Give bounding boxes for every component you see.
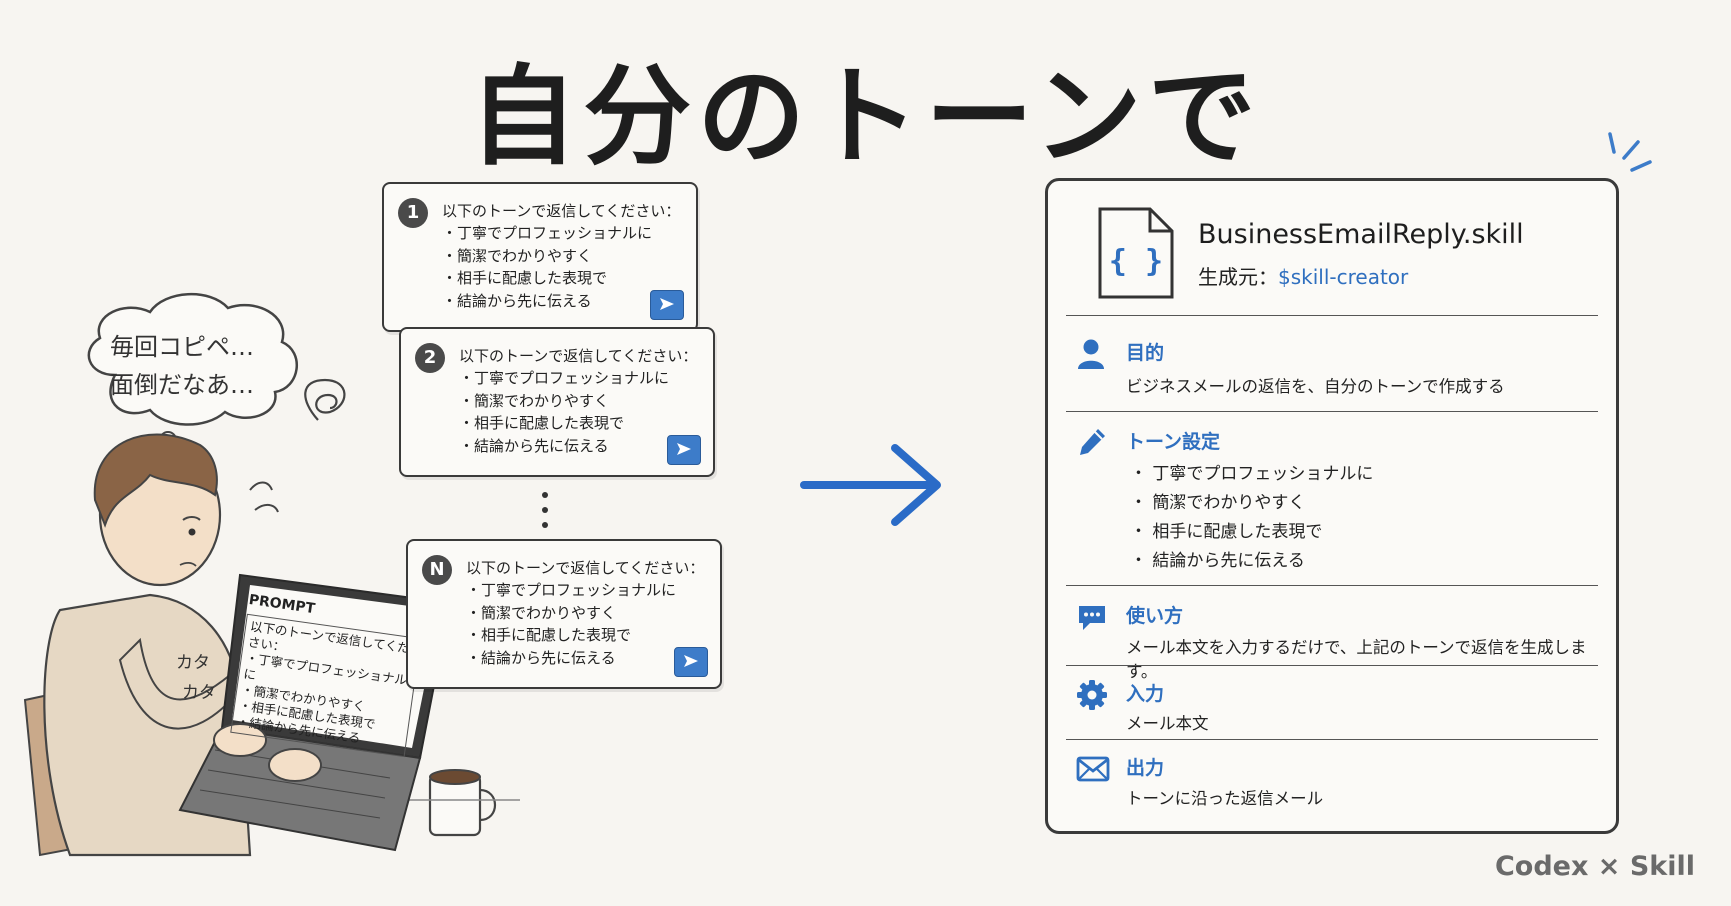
- tone-item: 簡潔でわかりやすく: [1130, 488, 1373, 517]
- ellipsis-dots: [541, 492, 549, 537]
- svg-text:{ }: { }: [1109, 244, 1163, 279]
- divider: [1066, 585, 1598, 586]
- output-text: トーンに沿った返信メール: [1126, 789, 1324, 808]
- send-button[interactable]: [650, 290, 684, 320]
- prompt-badge: 2: [415, 343, 445, 373]
- tone-item: 相手に配慮した表現で: [1130, 517, 1373, 546]
- prompt-item: 結論から先に伝える: [459, 435, 669, 458]
- mail-icon: [1076, 756, 1110, 782]
- prompt-item: 簡潔でわかりやすく: [459, 390, 669, 413]
- typing-sound-1: カタ: [176, 653, 210, 673]
- prompt-card-n: N 以下のトーンで返信してください： 丁寧でプロフェッショナルに 簡潔でわかりや…: [406, 539, 722, 689]
- prompt-item: 結論から先に伝える: [442, 290, 652, 313]
- page-title: 自分のトーンで: [469, 55, 1262, 180]
- prompt-heading: 以下のトーンで返信してください：: [442, 202, 681, 220]
- generator-link[interactable]: $skill-creator: [1278, 265, 1409, 289]
- right-arrow-icon: [800, 444, 941, 526]
- pen-icon: [1080, 429, 1105, 455]
- prompt-item: 相手に配慮した表現で: [466, 624, 676, 647]
- input-title: 入力: [1126, 683, 1165, 705]
- output-title: 出力: [1126, 757, 1165, 779]
- prompt-item: 結論から先に伝える: [466, 647, 676, 670]
- bubble-line-1: 毎回コピペ…: [110, 333, 254, 361]
- skill-generator: 生成元：$skill-creator: [1198, 261, 1408, 290]
- send-button[interactable]: [674, 647, 708, 677]
- usage-text: メール本文を入力するだけで、上記のトーンで返信を生成します。: [1126, 638, 1587, 681]
- thought-bubble: 毎回コピペ… 面倒だなあ…: [110, 328, 254, 404]
- prompt-card-1: 1 以下のトーンで返信してください： 丁寧でプロフェッショナルに 簡潔でわかりや…: [382, 182, 698, 332]
- prompt-badge: N: [422, 555, 452, 585]
- divider: [1066, 411, 1598, 412]
- prompt-heading: 以下のトーンで返信してください：: [459, 347, 698, 365]
- bubble-line-2: 面倒だなあ…: [110, 371, 254, 399]
- usage-title: 使い方: [1126, 605, 1184, 627]
- send-icon: [677, 443, 691, 455]
- chat-bubble-icon: [1079, 606, 1105, 630]
- prompt-heading: 以下のトーンで返信してください：: [466, 559, 705, 577]
- prompt-item: 丁寧でプロフェッショナルに: [466, 579, 676, 602]
- typing-sound-2: カタ: [182, 683, 216, 703]
- tone-item: 結論から先に伝える: [1130, 546, 1373, 575]
- prompt-item: 丁寧でプロフェッショナルに: [459, 367, 669, 390]
- tone-list: 丁寧でプロフェッショナルに 簡潔でわかりやすく 相手に配慮した表現で 結論から先…: [1130, 459, 1373, 575]
- prompt-list: 丁寧でプロフェッショナルに 簡潔でわかりやすく 相手に配慮した表現で 結論から先…: [442, 222, 652, 312]
- prompt-item: 簡潔でわかりやすく: [466, 602, 676, 625]
- footer-brand: Codex × Skill: [1494, 851, 1695, 882]
- skill-filename: BusinessEmailReply.skill: [1198, 219, 1524, 250]
- person-illustration: [23, 293, 520, 857]
- prompt-list: 丁寧でプロフェッショナルに 簡潔でわかりやすく 相手に配慮した表現で 結論から先…: [466, 579, 676, 669]
- code-file-icon: { }: [1098, 207, 1174, 299]
- send-icon: [684, 655, 698, 667]
- send-icon: [660, 298, 674, 310]
- purpose-title: 目的: [1126, 342, 1165, 364]
- tone-item: 丁寧でプロフェッショナルに: [1130, 459, 1373, 488]
- generator-label: 生成元：: [1198, 265, 1278, 289]
- user-icon: [1078, 339, 1104, 369]
- tone-title: トーン設定: [1126, 431, 1221, 453]
- prompt-item: 簡潔でわかりやすく: [442, 245, 652, 268]
- skill-card: { } BusinessEmailReply.skill 生成元：$skill-…: [1045, 178, 1619, 834]
- divider: [1066, 315, 1598, 316]
- input-text: メール本文: [1126, 714, 1209, 733]
- purpose-text: ビジネスメールの返信を、自分のトーンで作成する: [1126, 377, 1505, 396]
- send-button[interactable]: [667, 435, 701, 465]
- laptop-prompt-box: 以下のトーンで返信してください： ・丁寧でプロフェッショナルに ・簡潔でわかりや…: [230, 613, 422, 758]
- prompt-card-2: 2 以下のトーンで返信してください： 丁寧でプロフェッショナルに 簡潔でわかりや…: [399, 327, 715, 477]
- gear-icon: [1077, 680, 1107, 710]
- divider: [1066, 739, 1598, 740]
- prompt-badge: 1: [398, 198, 428, 228]
- prompt-item: 相手に配慮した表現で: [442, 267, 652, 290]
- sparkle-icon: [1608, 132, 1652, 172]
- prompt-item: 相手に配慮した表現で: [459, 412, 669, 435]
- prompt-list: 丁寧でプロフェッショナルに 簡潔でわかりやすく 相手に配慮した表現で 結論から先…: [459, 367, 669, 457]
- prompt-item: 丁寧でプロフェッショナルに: [442, 222, 652, 245]
- divider: [1066, 665, 1598, 666]
- laptop-screen: PROMPT 以下のトーンで返信してください： ・丁寧でプロフェッショナルに ・…: [230, 592, 424, 758]
